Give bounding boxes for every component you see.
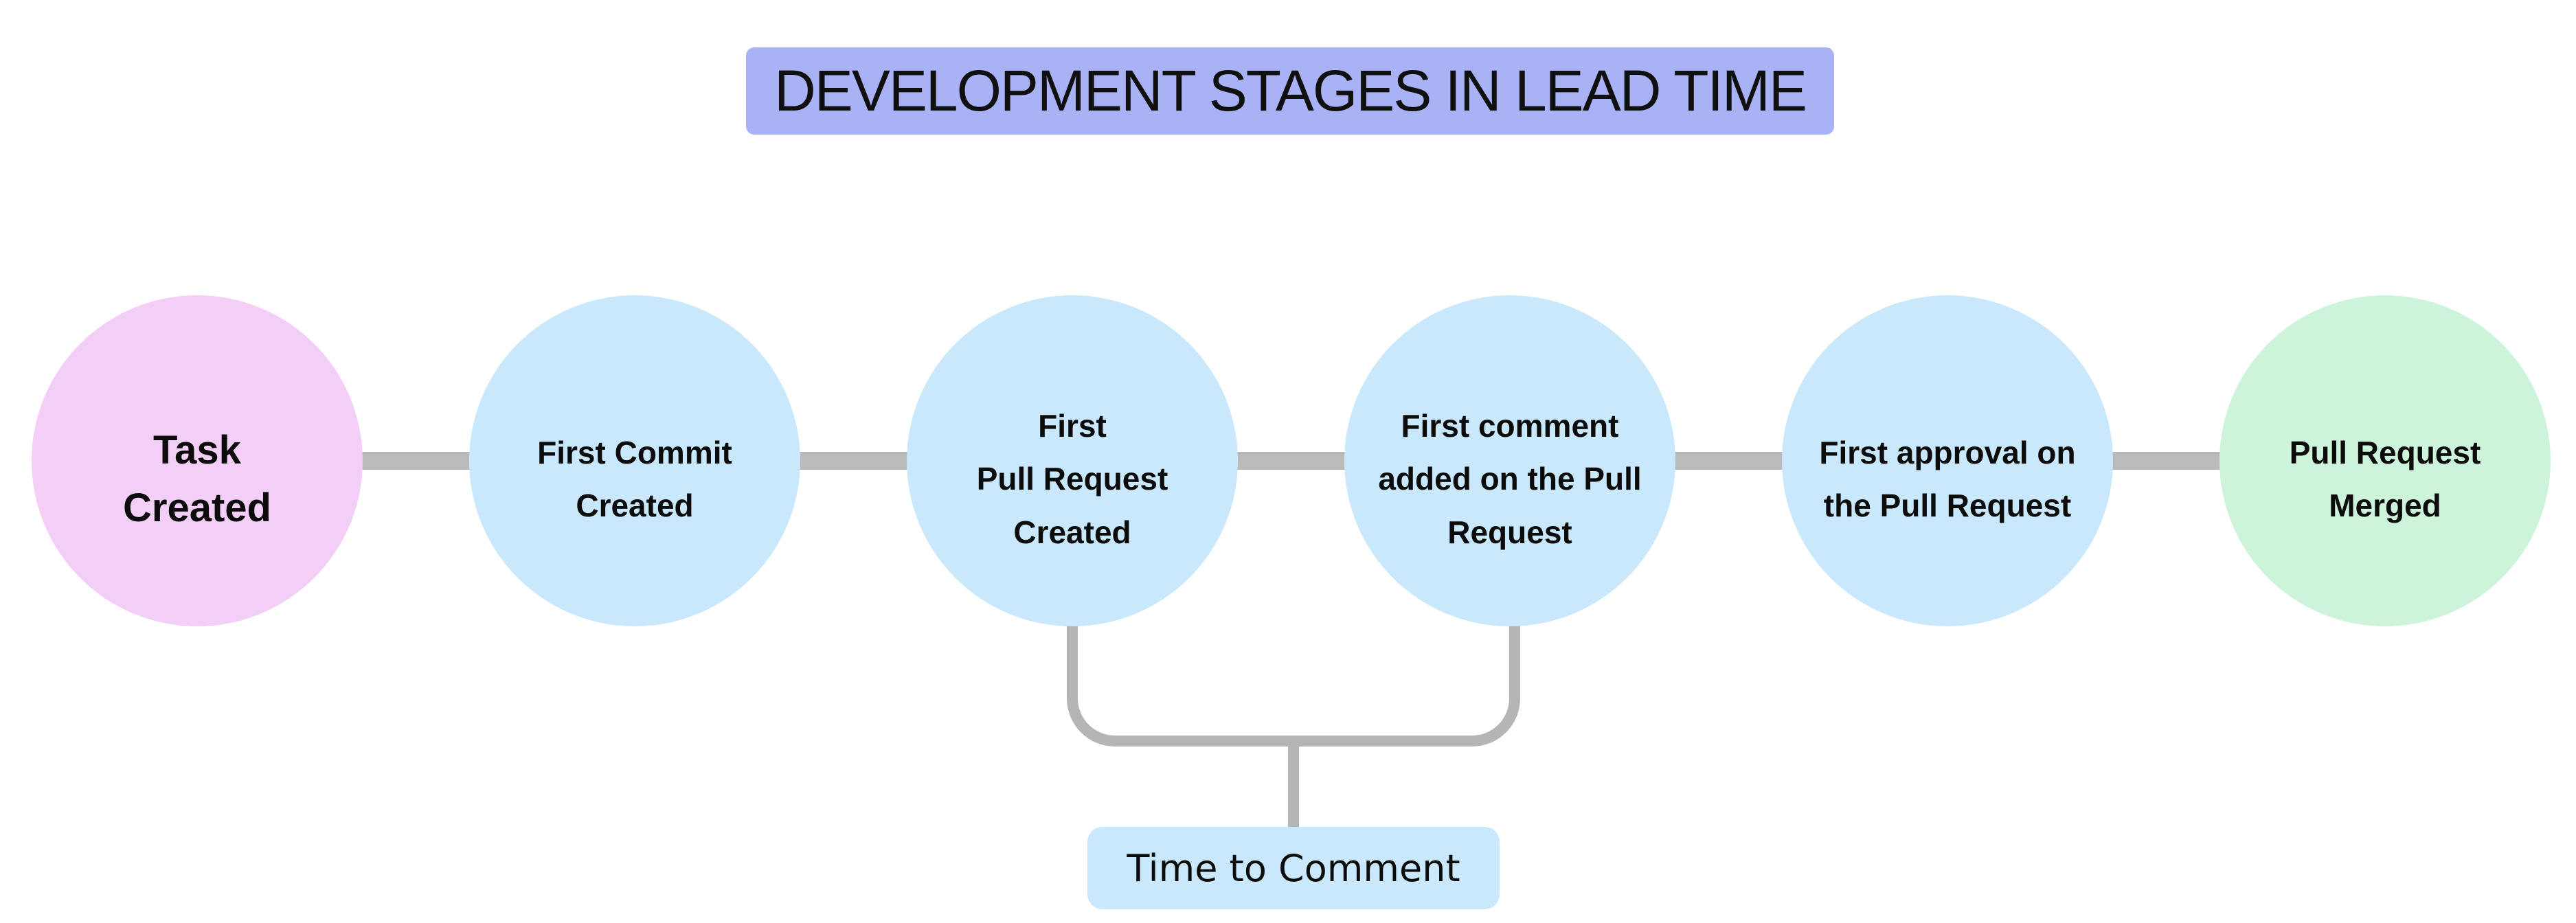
title-banner: DEVELOPMENT STAGES IN LEAD TIME [746,47,1834,135]
stage-circle-first-approval: First approval on the Pull Request [1782,295,2113,626]
stage-circle-pull-request-merged: Pull Request Merged [2219,295,2551,626]
stage-circle-first-pull-request-created: First Pull Request Created [907,295,1238,626]
stage-circle-first-commit-created: First Commit Created [469,295,800,626]
time-to-comment-bracket-stem [1288,740,1299,827]
stage-label-first-commit-created: First Commit Created [537,434,732,523]
stage-circle-first-comment-added: First comment added on the Pull Request [1344,295,1675,626]
stage-label-first-approval: First approval on the Pull Request [1819,434,2076,523]
page-title: DEVELOPMENT STAGES IN LEAD TIME [774,58,1807,123]
time-to-comment-text: Time to Comment [1127,846,1460,890]
time-to-comment-label: Time to Comment [1087,827,1500,909]
stage-label-pull-request-merged: Pull Request Merged [2289,434,2481,523]
stage-label-first-pull-request-created: First Pull Request Created [976,408,1168,550]
stage-circle-task-created: Task Created [32,295,363,626]
stage-label-first-comment-added: First comment added on the Pull Request [1378,408,1642,550]
stage-label-task-created: Task Created [123,427,271,530]
time-to-comment-bracket [1067,622,1520,747]
